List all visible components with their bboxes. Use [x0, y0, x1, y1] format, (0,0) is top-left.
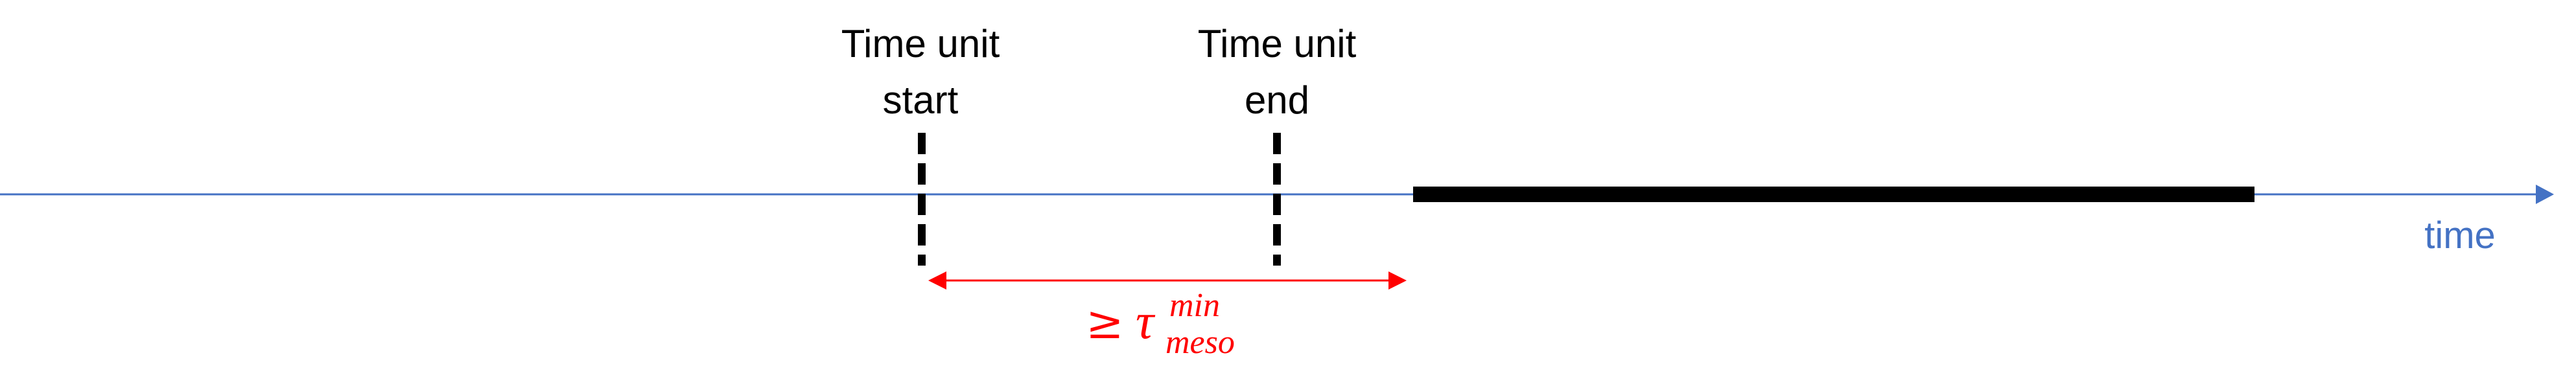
interval-arrow-right-head-icon	[1388, 271, 1407, 290]
axis-label: time	[2424, 214, 2496, 257]
interval-annotation-subscript: meso	[1165, 324, 1235, 361]
interval-annotation-superscript: min	[1169, 287, 1220, 324]
interval-annotation-symbol: ≥	[1086, 296, 1124, 349]
end-label-line1: Time unit	[1198, 22, 1357, 65]
time-axis-arrowhead-icon	[2536, 185, 2554, 204]
start-label-line1: Time unit	[841, 22, 1000, 65]
interval-annotation-tau: τ	[1136, 293, 1156, 349]
end-label-line2: end	[1245, 78, 1309, 122]
start-label-line2: start	[883, 78, 959, 122]
interval-arrow-left-head-icon	[928, 271, 946, 290]
